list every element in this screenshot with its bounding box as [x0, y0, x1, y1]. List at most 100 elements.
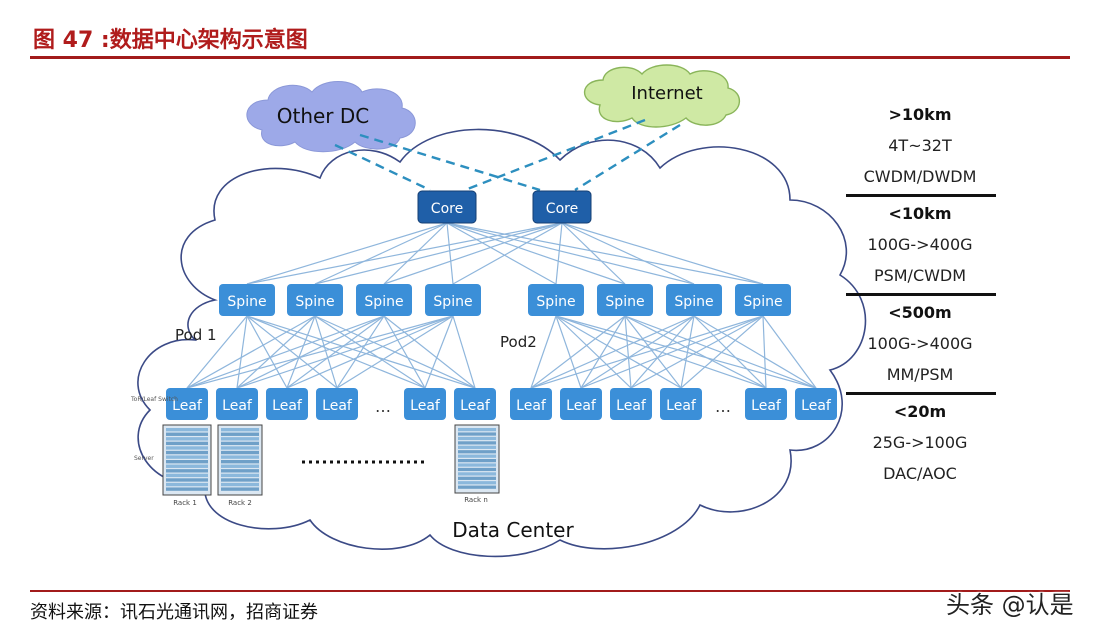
- pod1-leaf-3: Leaf: [266, 388, 308, 420]
- server-unit: [458, 485, 496, 489]
- core-node-2: Core: [532, 190, 592, 224]
- fabric-link: [383, 222, 563, 285]
- link-otherdc-core1: [334, 143, 431, 192]
- fabric-link: [246, 222, 563, 285]
- link-internet-core2: [574, 123, 681, 192]
- pod1-spine-3: Spine: [356, 284, 412, 316]
- pod2-leaf-6: Leaf: [795, 388, 837, 420]
- leaf-label: Leaf: [566, 398, 597, 414]
- fabric-link: [561, 222, 695, 285]
- leaf-label: Leaf: [460, 398, 491, 414]
- pod2-spine-1: Spine: [528, 284, 584, 316]
- fabric-link: [530, 315, 557, 389]
- fabric-link: [246, 222, 448, 285]
- tor-switch-label: ToR/Leaf Switch: [130, 396, 178, 403]
- leaf-label: Leaf: [801, 398, 832, 414]
- server-unit: [221, 450, 259, 455]
- server-unit: [458, 432, 496, 436]
- server-unit: [166, 469, 208, 473]
- fabric-link: [314, 222, 448, 285]
- server-unit: [221, 469, 259, 473]
- source-note: 资料来源：讯石光通讯网，招商证券: [30, 602, 318, 623]
- core-node-1: Core: [417, 190, 477, 224]
- datacenter-diagram: Other DC Internet Core Core Spine Spine …: [130, 64, 867, 558]
- pod1-leaf-ellipsis: …: [375, 397, 391, 416]
- fabric-link: [555, 315, 632, 389]
- fabric-link: [580, 315, 764, 389]
- server-unit: [221, 428, 259, 432]
- server-unit: [458, 436, 496, 441]
- tier-divider: [846, 293, 996, 296]
- distance-tier-panel: >10km 4T~32T CWDM/DWDM <10km 100G->400G …: [840, 100, 1000, 489]
- server-unit: [221, 487, 259, 491]
- fabric-link: [555, 315, 817, 389]
- fabric-link: [446, 222, 557, 285]
- leaf-label: Leaf: [751, 398, 782, 414]
- fabric-link: [624, 315, 682, 389]
- pod2-spine-2: Spine: [597, 284, 653, 316]
- leaf-label: Leaf: [172, 398, 203, 414]
- server-unit: [166, 464, 208, 468]
- fabric-link: [555, 222, 563, 285]
- link-internet-core1: [464, 118, 646, 192]
- tier-optics: DAC/AOC: [883, 464, 957, 483]
- pod1-leaf-6: Leaf: [454, 388, 496, 420]
- fabric-link: [424, 315, 454, 389]
- server-unit: [221, 441, 259, 446]
- leaf-label: Leaf: [666, 398, 697, 414]
- spine-label: Spine: [364, 294, 403, 310]
- pod2-spine-3: Spine: [666, 284, 722, 316]
- fabric-link: [530, 315, 626, 389]
- server-unit: [166, 487, 208, 491]
- fabric-link: [762, 315, 767, 389]
- fabric-link: [680, 315, 695, 389]
- core-node-label: Core: [431, 201, 463, 217]
- server-unit: [166, 455, 208, 459]
- server-unit: [458, 445, 496, 449]
- leaf-label: Leaf: [322, 398, 353, 414]
- fabric-link: [555, 315, 682, 389]
- pod2-spine-4: Spine: [735, 284, 791, 316]
- fabric-link: [383, 222, 448, 285]
- pod2-leaf-2: Leaf: [560, 388, 602, 420]
- server-unit: [221, 455, 259, 459]
- fabric-link: [336, 315, 454, 389]
- fabric-link: [561, 222, 626, 285]
- fabric-link: [452, 315, 476, 389]
- fabric-link: [314, 222, 563, 285]
- spine-label: Spine: [536, 294, 575, 310]
- spine-label: Spine: [674, 294, 713, 310]
- rack-1: [162, 424, 212, 496]
- fabric-links: [186, 222, 817, 389]
- internet-label: Internet: [631, 83, 702, 104]
- pod2-label: Pod2: [500, 333, 537, 351]
- tier-rate: 25G->100G: [872, 433, 968, 452]
- fabric-link: [555, 315, 767, 389]
- server-unit: [458, 450, 496, 454]
- pod1-label: Pod 1: [175, 326, 217, 344]
- pod2-leaf-3: Leaf: [610, 388, 652, 420]
- rack-n: [454, 424, 500, 494]
- link-otherdc-core2: [359, 133, 541, 192]
- server-unit: [166, 478, 208, 482]
- pod2-leaf-5: Leaf: [745, 388, 787, 420]
- pod1-leaf-5: Leaf: [404, 388, 446, 420]
- fabric-link: [530, 315, 764, 389]
- pod1-spine-1: Spine: [219, 284, 275, 316]
- rack-2-label: Rack 2: [228, 499, 252, 507]
- server-unit: [458, 459, 496, 463]
- leaf-label: Leaf: [410, 398, 441, 414]
- spine-label: Spine: [605, 294, 644, 310]
- tier-10km-plus: >10km 4T~32T CWDM/DWDM: [840, 100, 1000, 192]
- server-unit: [166, 437, 208, 441]
- leaf-label: Leaf: [272, 398, 303, 414]
- tier-divider: [846, 194, 996, 197]
- tier-rate: 100G->400G: [867, 235, 973, 254]
- server-unit: [458, 428, 496, 432]
- pod1-spine-2: Spine: [287, 284, 343, 316]
- server-unit: [458, 467, 496, 472]
- fabric-link: [446, 222, 454, 285]
- fabric-link: [630, 315, 695, 389]
- tier-divider: [846, 392, 996, 395]
- rack-2: [217, 424, 263, 496]
